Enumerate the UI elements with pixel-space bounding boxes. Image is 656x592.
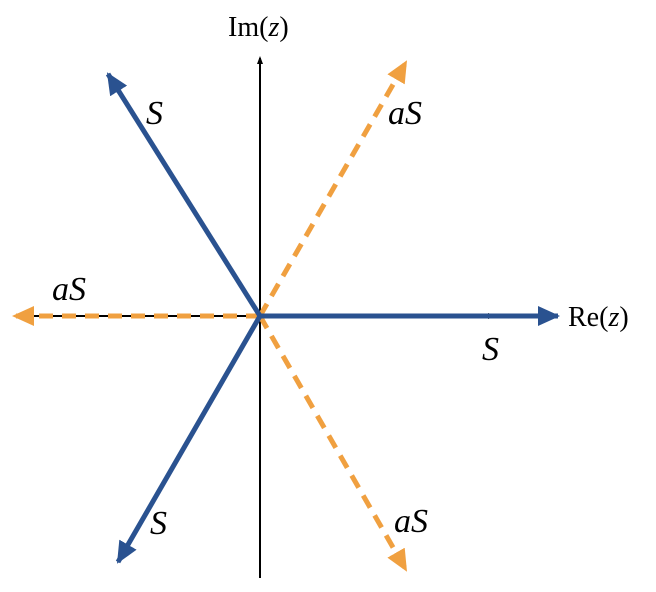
label-aS-upright: aS (388, 95, 422, 132)
real-axis-label: Re(z) (568, 302, 629, 333)
imag-axis-label: Im(z) (228, 12, 289, 43)
label-S-upleft: S (146, 95, 163, 132)
label-S-right: S (482, 331, 499, 368)
vector-aS-upright (257, 60, 409, 318)
vector-aS-downright (257, 314, 409, 572)
label-aS-left: aS (52, 271, 86, 308)
vector-S-downleft (115, 314, 263, 564)
label-aS-downright: aS (394, 503, 428, 540)
vector-S-upleft (105, 72, 263, 318)
label-S-downleft: S (150, 505, 167, 542)
